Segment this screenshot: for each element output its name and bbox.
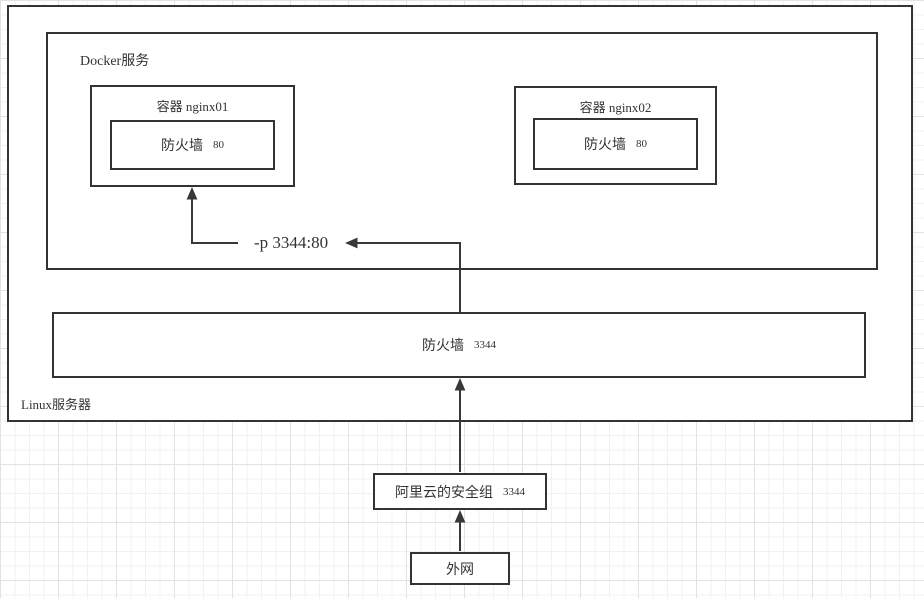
port-mapping-label[interactable]: -p 3344:80: [251, 233, 332, 253]
arrowhead-up-hostfirewall: [454, 378, 466, 391]
nginx01-firewall-box[interactable]: 防火墙 80: [110, 120, 275, 170]
host-firewall-name: 防火墙: [422, 339, 464, 354]
nginx02-firewall-name: 防火墙: [584, 138, 626, 153]
docker-service-label: Docker服务: [80, 54, 150, 69]
security-group-port: 3344: [503, 485, 525, 498]
nginx02-firewall-box[interactable]: 防火墙 80: [533, 118, 698, 170]
host-firewall-port: 3344: [474, 339, 496, 351]
nginx01-firewall-name: 防火墙: [161, 139, 203, 154]
container-nginx01-title: 容器 nginx01: [156, 99, 229, 114]
arrowhead-left-portlabel: [345, 237, 358, 249]
edge-portlabel-to-nginx01[interactable]: [191, 196, 238, 244]
host-firewall-box[interactable]: 防火墙 3344: [52, 312, 866, 378]
security-group-name: 阿里云的安全组: [395, 485, 493, 501]
linux-server-label: Linux服务器: [21, 397, 92, 412]
nginx02-firewall-port: 80: [636, 138, 647, 150]
container-nginx01-box[interactable]: 容器 nginx01 防火墙 80: [90, 85, 295, 187]
container-nginx02-box[interactable]: 容器 nginx02 防火墙 80: [514, 86, 717, 185]
external-network-label: 外网: [446, 562, 474, 578]
security-group-box[interactable]: 阿里云的安全组 3344: [373, 473, 547, 510]
edge-hostfirewall-to-portlabel[interactable]: [355, 242, 461, 312]
container-nginx02-title: 容器 nginx02: [579, 100, 652, 115]
nginx01-firewall-port: 80: [213, 139, 224, 151]
external-network-box[interactable]: 外网: [410, 552, 510, 585]
docker-service-box[interactable]: Docker服务: [46, 32, 878, 270]
arrowhead-up-securitygroup: [454, 510, 466, 523]
arrowhead-up-nginx01: [186, 187, 198, 200]
